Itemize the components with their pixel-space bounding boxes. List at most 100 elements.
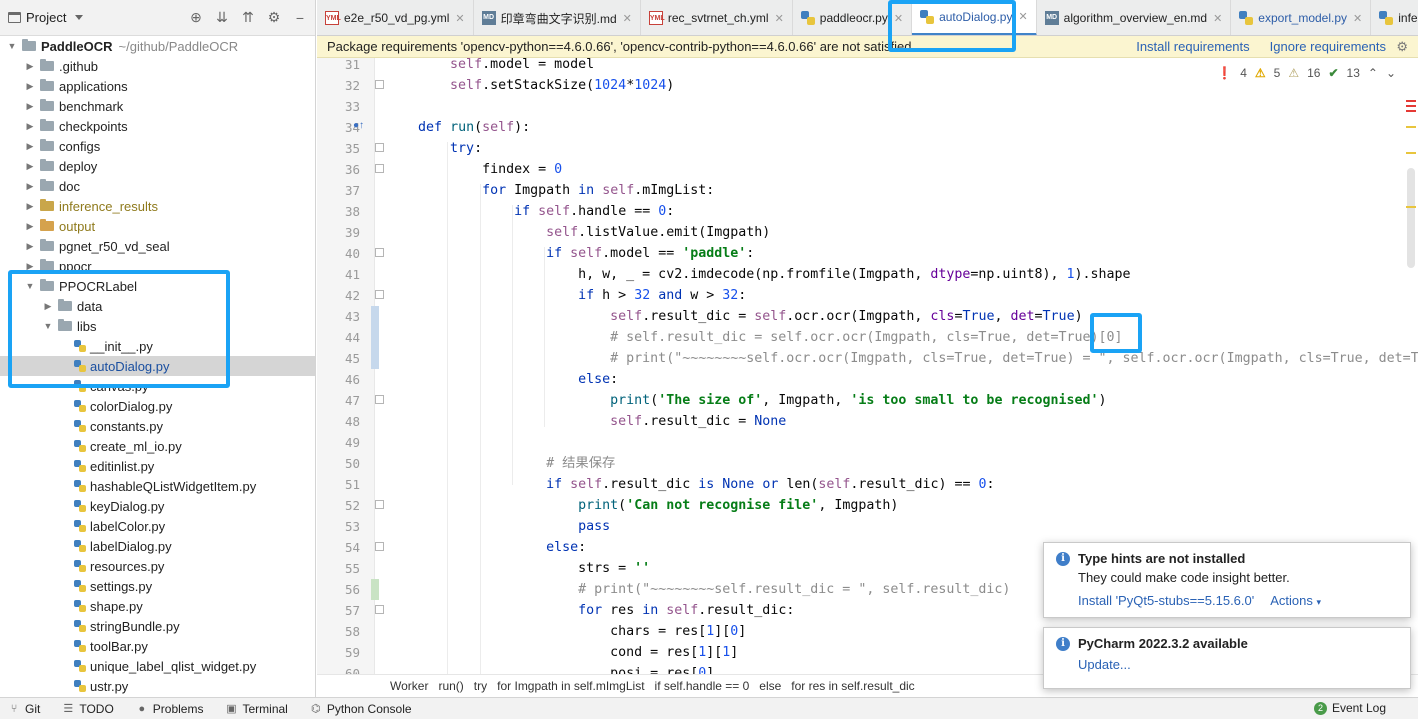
breadcrumb-item[interactable]: for res in self.result_dic: [791, 679, 915, 693]
tree-item[interactable]: ▼PPOCRLabel: [0, 276, 315, 296]
status-tool-git[interactable]: ⑂Git: [8, 702, 41, 716]
warning-marker[interactable]: [1406, 152, 1416, 154]
collapsed-arrow-icon[interactable]: ▶: [26, 160, 34, 171]
breadcrumb-item[interactable]: run(): [438, 679, 464, 693]
expanded-arrow-icon[interactable]: ▼: [25, 281, 35, 291]
collapsed-arrow-icon[interactable]: ▶: [26, 140, 34, 151]
close-icon[interactable]: ✕: [774, 12, 784, 25]
editor-scrollbar[interactable]: [1404, 58, 1418, 674]
collapsed-arrow-icon[interactable]: ▶: [26, 220, 34, 231]
tree-item[interactable]: ▶ppocr: [0, 256, 315, 276]
status-tool-python-console[interactable]: ⌬Python Console: [310, 702, 412, 716]
override-gutter-icon[interactable]: ●↑: [353, 120, 365, 131]
tree-item[interactable]: ▶.github: [0, 56, 315, 76]
collapsed-arrow-icon[interactable]: ▶: [44, 300, 52, 311]
tree-item[interactable]: colorDialog.py: [0, 396, 315, 416]
close-icon[interactable]: ✕: [1018, 11, 1028, 23]
status-tool-problems[interactable]: ●Problems: [136, 702, 203, 716]
close-icon[interactable]: ✕: [1353, 12, 1363, 25]
chevron-up-icon[interactable]: ⌃: [1367, 66, 1378, 80]
code-area[interactable]: self.model = model self.setStackSize(102…: [386, 58, 1418, 674]
warning-marker[interactable]: [1406, 126, 1416, 128]
tree-item[interactable]: ▼libs: [0, 316, 315, 336]
collapse-all-icon[interactable]: ⇈: [242, 9, 254, 25]
tree-item[interactable]: unique_label_qlist_widget.py: [0, 656, 315, 676]
tree-item[interactable]: labelColor.py: [0, 516, 315, 536]
collapsed-arrow-icon[interactable]: ▶: [26, 100, 34, 111]
tree-item[interactable]: toolBar.py: [0, 636, 315, 656]
tree-item[interactable]: create_ml_io.py: [0, 436, 315, 456]
status-tool-todo[interactable]: ☰TODO: [62, 702, 113, 716]
scroll-thumb[interactable]: [1407, 168, 1415, 268]
tree-item[interactable]: ▶deploy: [0, 156, 315, 176]
tree-item[interactable]: canvas.py: [0, 376, 315, 396]
tree-item[interactable]: ▶data: [0, 296, 315, 316]
error-marker[interactable]: [1406, 105, 1416, 107]
close-icon[interactable]: ✕: [455, 12, 465, 25]
tree-item[interactable]: autoDialog.py: [0, 356, 315, 376]
error-marker[interactable]: [1406, 110, 1416, 112]
fold-marker[interactable]: [375, 80, 384, 89]
tree-item[interactable]: settings.py: [0, 576, 315, 596]
install-stubs-link[interactable]: Install 'PyQt5-stubs==5.15.6.0': [1078, 593, 1255, 608]
expanded-arrow-icon[interactable]: ▼: [43, 321, 53, 331]
collapsed-arrow-icon[interactable]: ▶: [26, 260, 34, 271]
tree-item[interactable]: keyDialog.py: [0, 496, 315, 516]
tree-item[interactable]: ▶benchmark: [0, 96, 315, 116]
tree-item[interactable]: shape.py: [0, 596, 315, 616]
tree-item[interactable]: resources.py: [0, 556, 315, 576]
tree-item[interactable]: editinlist.py: [0, 456, 315, 476]
collapsed-arrow-icon[interactable]: ▶: [26, 200, 34, 211]
fold-marker[interactable]: [375, 605, 384, 614]
event-log-button[interactable]: 2 Event Log: [1313, 701, 1386, 715]
expanded-arrow-icon[interactable]: ▼: [7, 41, 17, 51]
tree-item[interactable]: ▶applications: [0, 76, 315, 96]
breadcrumb-item[interactable]: if self.handle == 0: [654, 679, 750, 693]
gear-icon[interactable]: ⚙: [1396, 38, 1408, 54]
chevron-down-icon[interactable]: ⌄: [1385, 66, 1396, 80]
fold-marker[interactable]: [375, 395, 384, 404]
editor-tab[interactable]: paddleocr.py✕: [793, 0, 913, 35]
tree-item[interactable]: __init__.py: [0, 336, 315, 356]
vcs-added-marker[interactable]: [371, 579, 379, 600]
breadcrumb-item[interactable]: else: [759, 679, 782, 693]
expand-all-icon[interactable]: ⇊: [216, 9, 228, 25]
tree-item[interactable]: constants.py: [0, 416, 315, 436]
gear-icon[interactable]: ⚙: [267, 9, 281, 25]
tree-item[interactable]: ▶checkpoints: [0, 116, 315, 136]
breadcrumb-item[interactable]: for Imgpath in self.mImgList: [497, 679, 645, 693]
install-requirements-link[interactable]: Install requirements: [1136, 39, 1250, 54]
fold-marker[interactable]: [375, 542, 384, 551]
status-tool-terminal[interactable]: ▣Terminal: [225, 702, 288, 716]
minimize-icon[interactable]: −: [295, 9, 305, 26]
close-icon[interactable]: ✕: [893, 12, 904, 25]
fold-marker[interactable]: [375, 143, 384, 152]
actions-dropdown[interactable]: Actions ▾: [1270, 593, 1321, 608]
collapsed-arrow-icon[interactable]: ▶: [26, 80, 34, 91]
breadcrumb-item[interactable]: try: [473, 679, 488, 693]
editor-tab[interactable]: infer_c: [1371, 0, 1418, 35]
breadcrumb-item[interactable]: Worker: [390, 679, 429, 693]
tree-item[interactable]: ▶inference_results: [0, 196, 315, 216]
collapsed-arrow-icon[interactable]: ▶: [26, 180, 34, 191]
fold-marker[interactable]: [375, 500, 384, 509]
editor-tab[interactable]: autoDialog.py✕: [912, 0, 1037, 35]
tree-item[interactable]: labelDialog.py: [0, 536, 315, 556]
tree-item[interactable]: hashableQListWidgetItem.py: [0, 476, 315, 496]
locate-icon[interactable]: ⊕: [190, 9, 202, 25]
update-link[interactable]: Update...: [1078, 657, 1131, 672]
collapsed-arrow-icon[interactable]: ▶: [26, 240, 34, 251]
tree-item[interactable]: stringBundle.py: [0, 616, 315, 636]
ignore-requirements-link[interactable]: Ignore requirements: [1269, 39, 1386, 54]
project-view-selector[interactable]: Project: [8, 10, 84, 25]
vcs-change-marker[interactable]: [371, 306, 379, 369]
warning-marker[interactable]: [1406, 206, 1416, 208]
error-marker[interactable]: [1406, 100, 1416, 102]
tree-item[interactable]: ustr.py: [0, 676, 315, 696]
collapsed-arrow-icon[interactable]: ▶: [26, 60, 34, 71]
